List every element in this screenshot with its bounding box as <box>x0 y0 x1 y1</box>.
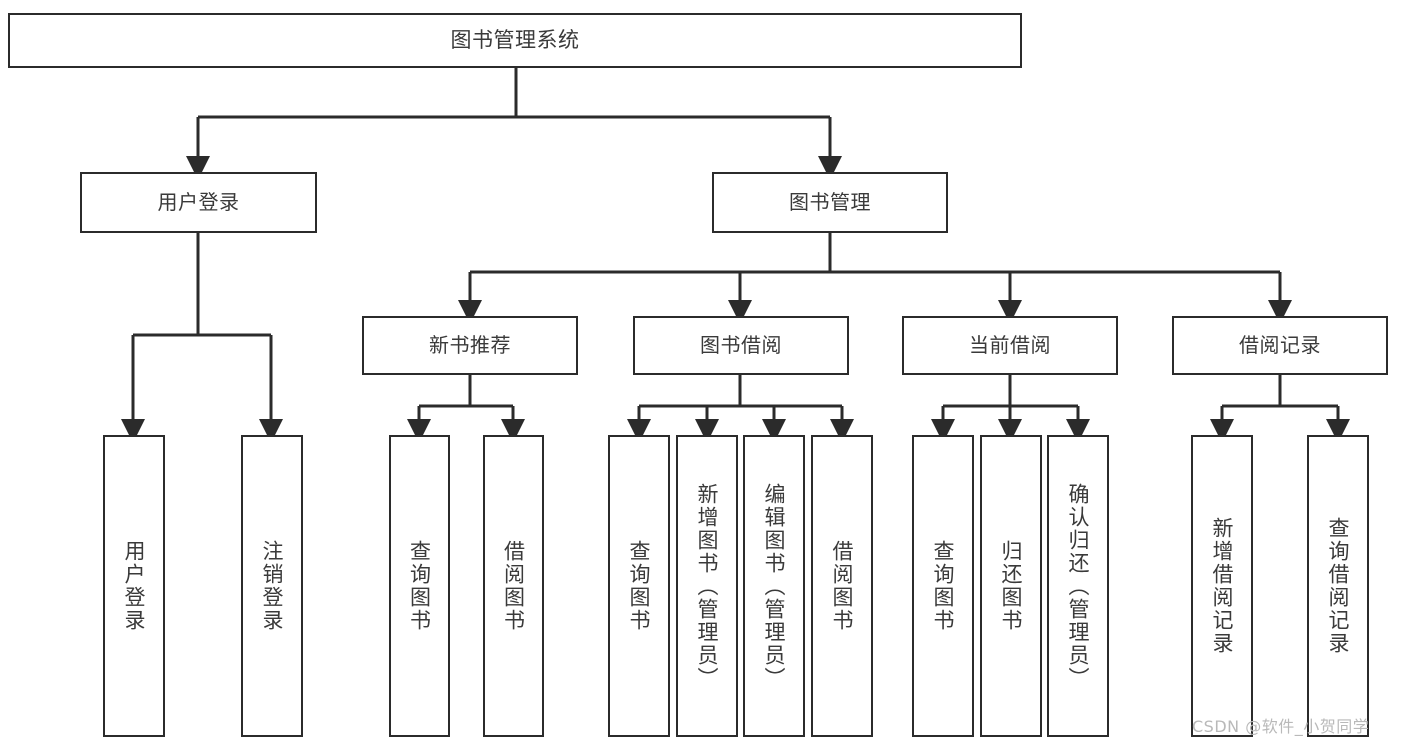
node-leaf-confirm-return-label: 确认归还（管理员） <box>1066 482 1091 690</box>
node-leaf-query-book-3[interactable]: 查询图书 <box>912 435 974 737</box>
node-leaf-query-book-3-label: 查询图书 <box>931 540 956 632</box>
node-leaf-borrow-book-1[interactable]: 借阅图书 <box>483 435 544 737</box>
node-book-manage-label: 图书管理 <box>789 189 871 214</box>
node-book-manage[interactable]: 图书管理 <box>712 172 948 233</box>
node-leaf-add-record[interactable]: 新增借阅记录 <box>1191 435 1253 737</box>
node-leaf-borrow-book-2-label: 借阅图书 <box>830 540 855 632</box>
node-leaf-query-book-2[interactable]: 查询图书 <box>608 435 670 737</box>
node-borrow-record-label: 借阅记录 <box>1239 332 1321 357</box>
node-leaf-query-book-1[interactable]: 查询图书 <box>389 435 450 737</box>
node-leaf-add-record-label: 新增借阅记录 <box>1210 517 1235 655</box>
node-leaf-borrow-book-2[interactable]: 借阅图书 <box>811 435 873 737</box>
node-leaf-query-book-2-label: 查询图书 <box>627 540 652 632</box>
node-leaf-user-login-label: 用户登录 <box>122 540 147 632</box>
node-leaf-return-book[interactable]: 归还图书 <box>980 435 1042 737</box>
node-leaf-query-record-label: 查询借阅记录 <box>1326 517 1351 655</box>
node-leaf-return-book-label: 归还图书 <box>999 540 1024 632</box>
node-leaf-query-record[interactable]: 查询借阅记录 <box>1307 435 1369 737</box>
node-new-book-rec[interactable]: 新书推荐 <box>362 316 578 375</box>
node-leaf-add-book[interactable]: 新增图书（管理员） <box>676 435 738 737</box>
node-user-login-label: 用户登录 <box>157 189 240 214</box>
node-borrow-record[interactable]: 借阅记录 <box>1172 316 1388 375</box>
node-leaf-add-book-label: 新增图书（管理员） <box>695 482 720 690</box>
node-user-login[interactable]: 用户登录 <box>80 172 317 233</box>
node-current-borrow[interactable]: 当前借阅 <box>902 316 1118 375</box>
node-book-borrow-label: 图书借阅 <box>700 332 782 357</box>
node-leaf-borrow-book-1-label: 借阅图书 <box>501 540 526 632</box>
node-leaf-user-logout[interactable]: 注销登录 <box>241 435 303 737</box>
node-leaf-query-book-1-label: 查询图书 <box>407 540 432 632</box>
node-root[interactable]: 图书管理系统 <box>8 13 1022 68</box>
node-leaf-confirm-return[interactable]: 确认归还（管理员） <box>1047 435 1109 737</box>
node-leaf-edit-book-label: 编辑图书（管理员） <box>762 482 787 690</box>
node-current-borrow-label: 当前借阅 <box>969 332 1051 357</box>
node-leaf-user-logout-label: 注销登录 <box>260 540 285 632</box>
node-leaf-user-login[interactable]: 用户登录 <box>103 435 165 737</box>
node-leaf-edit-book[interactable]: 编辑图书（管理员） <box>743 435 805 737</box>
node-book-borrow[interactable]: 图书借阅 <box>633 316 849 375</box>
csdn-watermark: CSDN @软件_小贺同学 <box>1192 717 1370 736</box>
node-root-label: 图书管理系统 <box>450 28 580 53</box>
node-new-book-rec-label: 新书推荐 <box>429 332 511 357</box>
